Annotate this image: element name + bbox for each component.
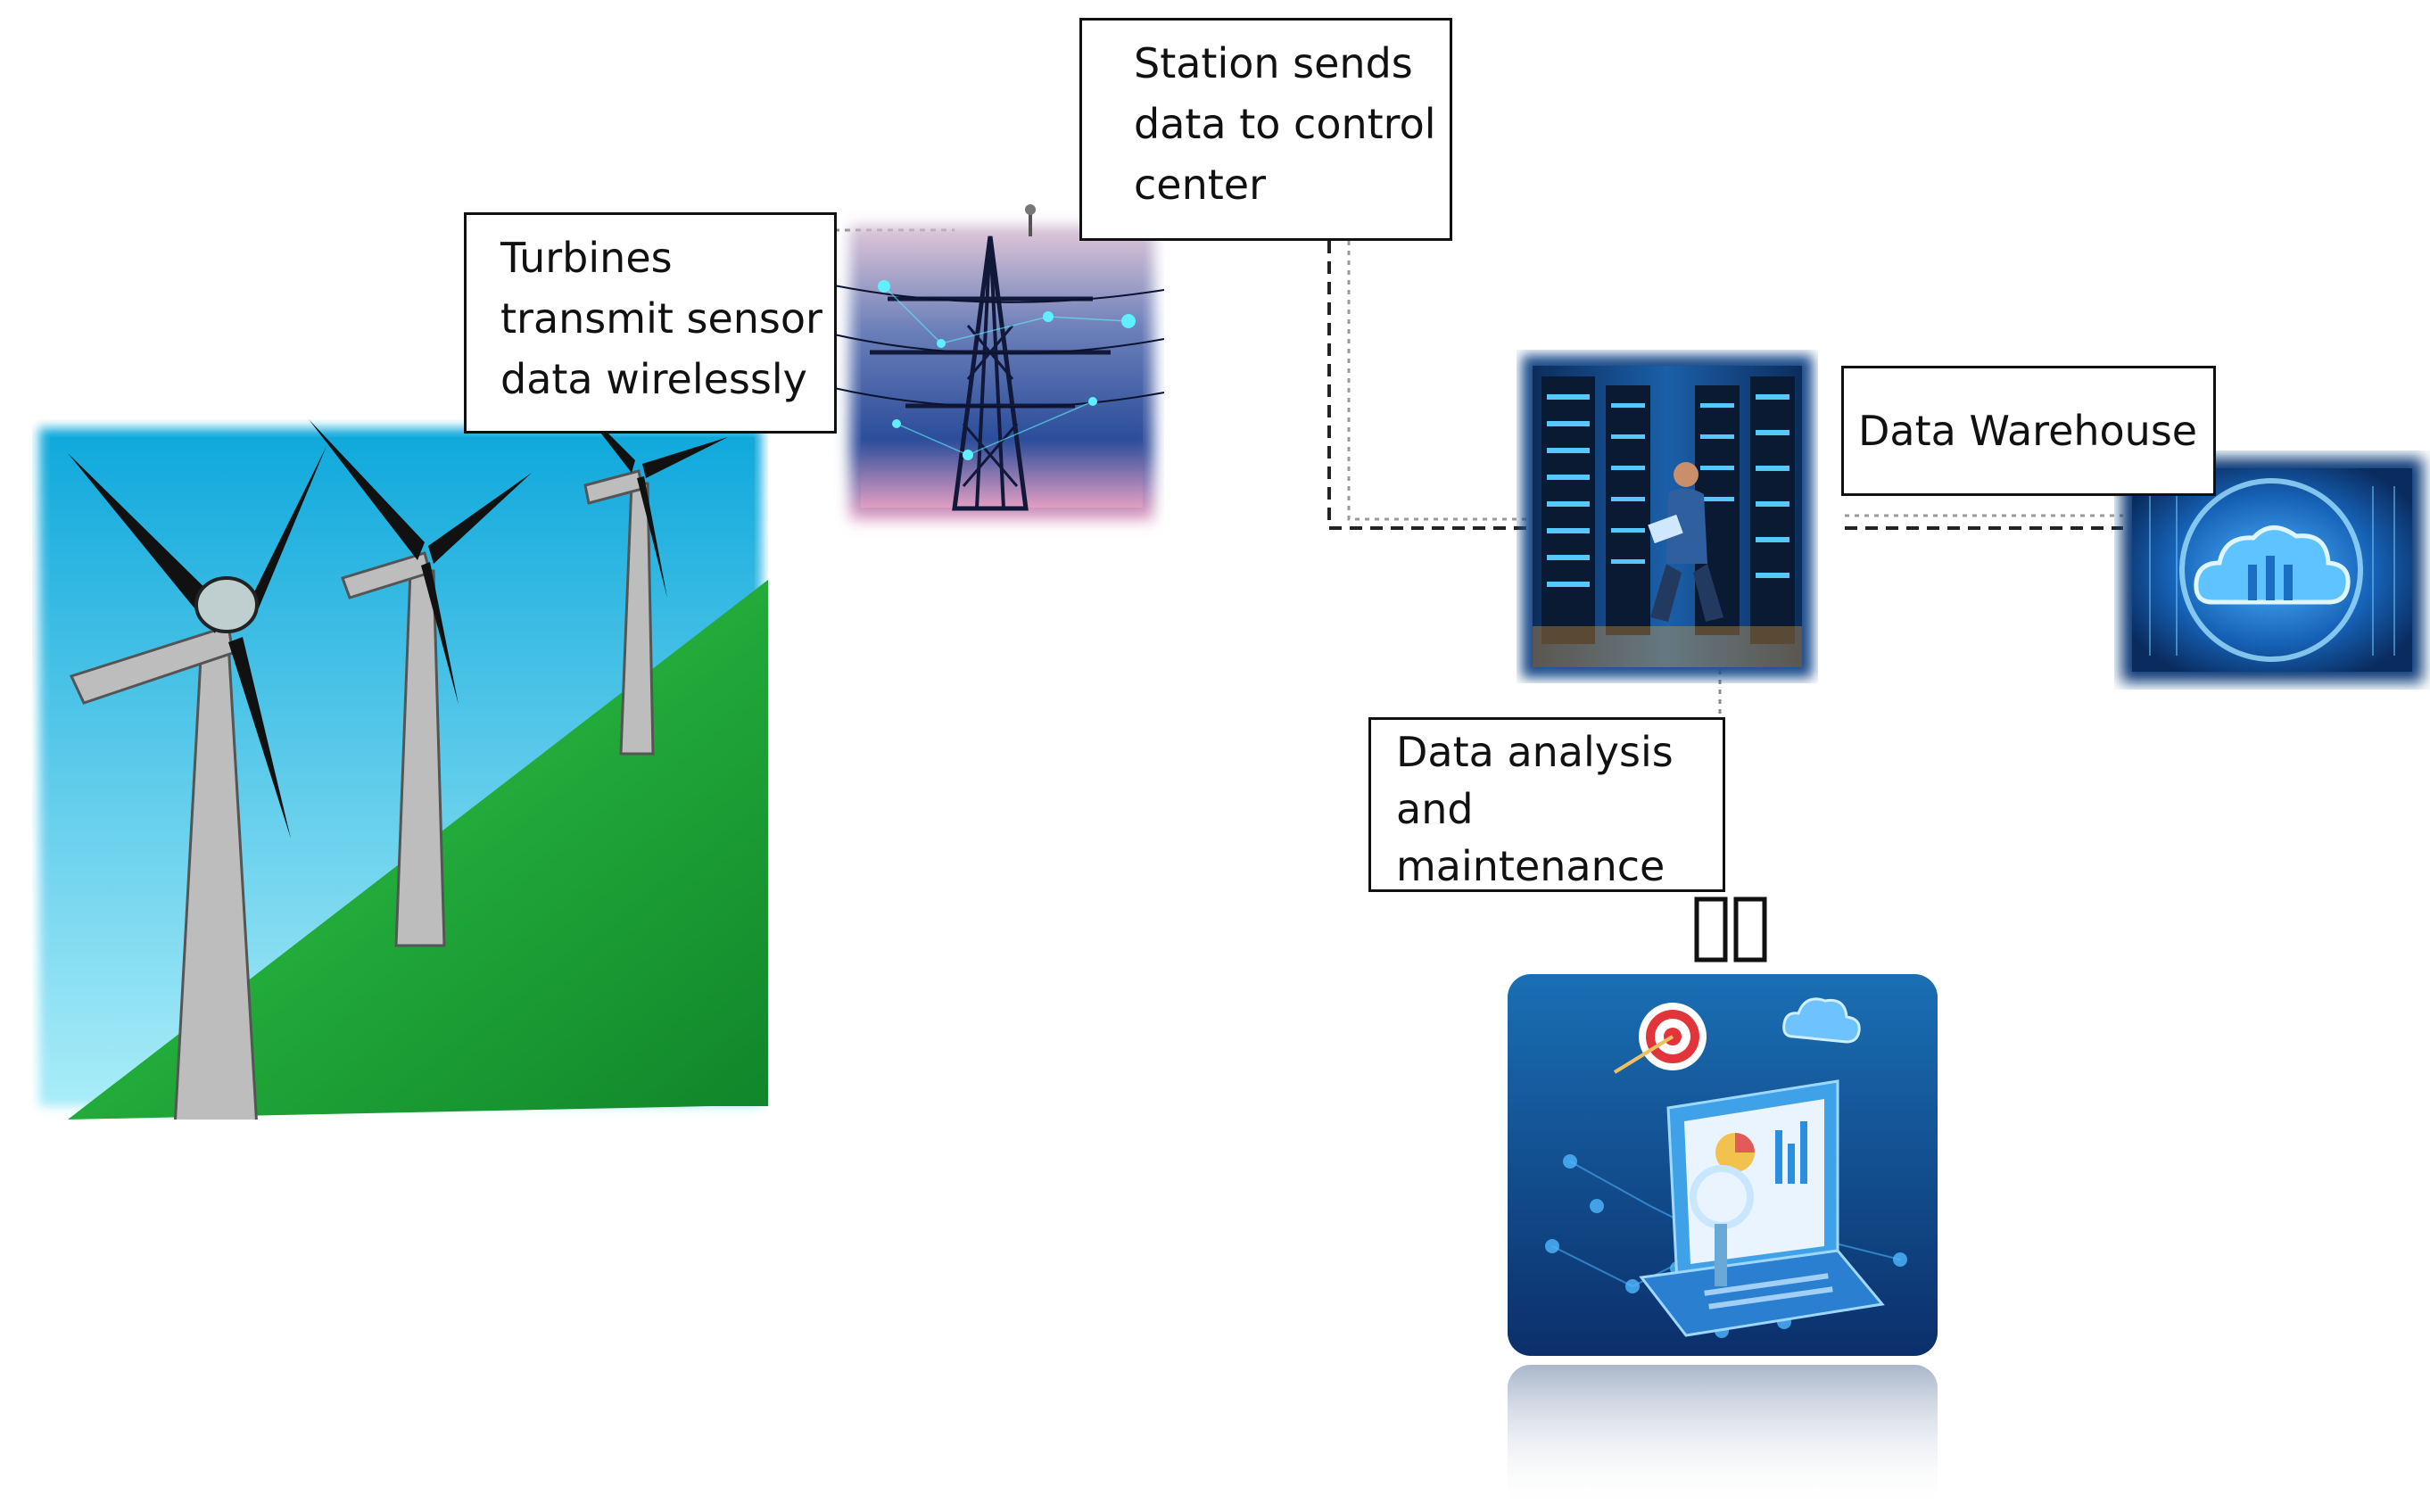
label-turbines-transmit: Turbines transmit sensor data wirelessly bbox=[464, 212, 837, 434]
server-room-illustration bbox=[1517, 350, 1818, 683]
label-data-warehouse: Data Warehouse bbox=[1841, 366, 2216, 496]
tower-illustration bbox=[834, 201, 1164, 540]
power-tower-icon bbox=[834, 204, 1164, 520]
label-line: and bbox=[1396, 785, 1474, 833]
wind-farm-illustration bbox=[32, 419, 768, 1120]
label-station-sends: Station sends data to control center bbox=[1079, 18, 1452, 241]
label-line: maintenance bbox=[1396, 842, 1665, 890]
analytics-laptop-icon bbox=[1508, 974, 1938, 1509]
connector-station-to-server bbox=[1327, 241, 1527, 530]
missing-glyph-icon bbox=[1694, 896, 1767, 963]
label-line: center bbox=[1134, 161, 1266, 209]
label-line: Turbines bbox=[500, 234, 673, 282]
label-line: transmit sensor bbox=[500, 294, 822, 343]
label-data-analysis: Data analysis and maintenance bbox=[1368, 717, 1725, 892]
server-room-icon bbox=[1522, 355, 1813, 678]
label-line: Station sends bbox=[1134, 39, 1413, 87]
connector-station-to-server-faint bbox=[1347, 241, 1527, 521]
label-line: Data analysis bbox=[1396, 728, 1674, 776]
wind-turbines-icon bbox=[39, 419, 768, 1120]
label-line: data to control bbox=[1134, 100, 1436, 148]
analytics-illustration bbox=[1508, 974, 1938, 1509]
label-line: Data Warehouse bbox=[1858, 407, 2198, 455]
label-line: data wirelessly bbox=[500, 355, 807, 403]
